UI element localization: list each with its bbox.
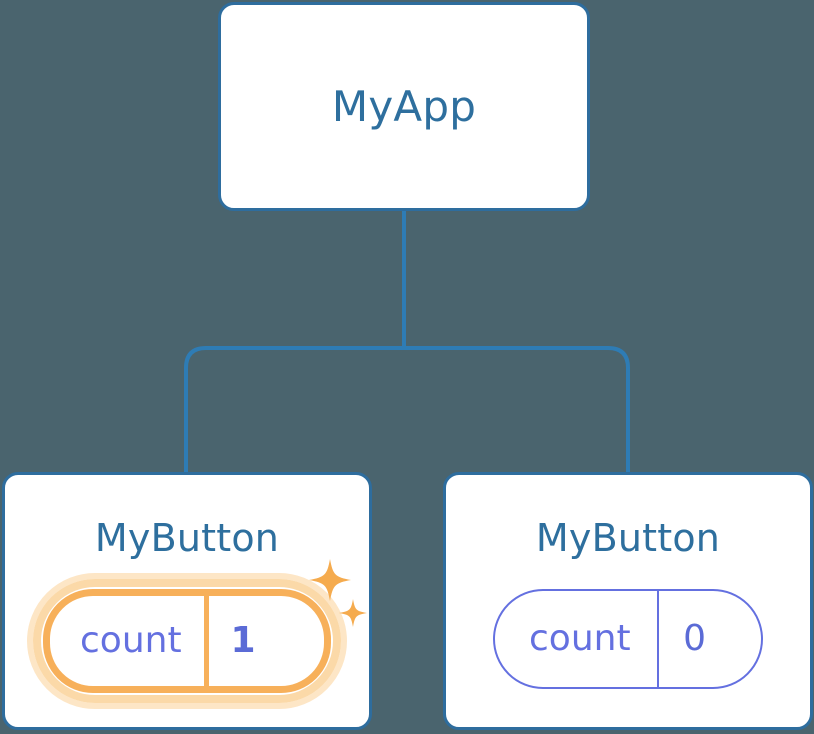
state-pill-right-wrapper: count 0	[493, 589, 763, 689]
state-pill-left-wrapper: count 1	[27, 559, 367, 709]
state-pill-left[interactable]: count 1	[43, 589, 331, 693]
node-mybutton-right[interactable]: MyButton count 0	[443, 472, 813, 730]
state-pill-right[interactable]: count 0	[493, 589, 763, 689]
node-mybutton-left-title: MyButton	[94, 516, 280, 560]
highlight-glow-outer	[27, 573, 347, 709]
node-myapp[interactable]: MyApp	[218, 2, 590, 211]
node-mybutton-right-title: MyButton	[535, 516, 721, 560]
node-mybutton-left[interactable]: MyButton count 1	[2, 472, 372, 730]
sparkle-large-icon	[309, 559, 351, 601]
node-myapp-title: MyApp	[331, 81, 477, 131]
state-value-right: 0	[656, 591, 737, 687]
sparkle-group	[303, 555, 373, 635]
state-key-right: count	[529, 618, 631, 659]
state-key-left: count	[80, 620, 182, 661]
highlight-glow-inner	[33, 579, 341, 703]
connector-branch-right	[404, 346, 630, 472]
connector-branch-left	[184, 346, 404, 472]
sparkle-small-icon	[339, 599, 367, 627]
state-value-left: 1	[203, 596, 284, 686]
